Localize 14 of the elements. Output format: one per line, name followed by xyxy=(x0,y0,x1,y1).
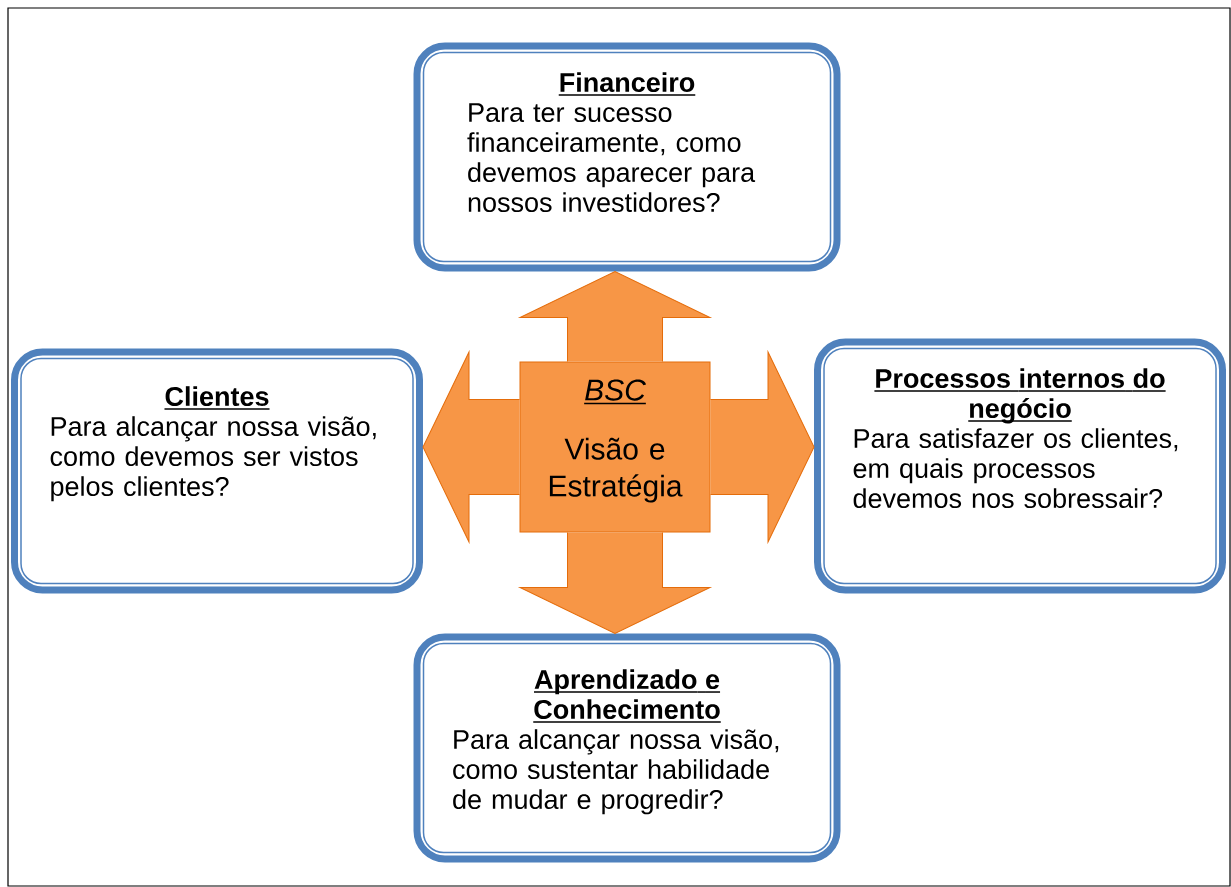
box-heading: Clientes xyxy=(163,386,271,410)
box-heading: Financeiro xyxy=(558,72,696,96)
center-title: BSC xyxy=(583,379,647,405)
box-text: Para alcançar nossa visão, como sustentar habilidade de mudar e progredir? xyxy=(453,729,779,815)
box-text: Para alcançar nossa visão, como devemos ser vistos pelos clientes? xyxy=(50,416,376,502)
block-arrow xyxy=(519,532,711,634)
block-arrow xyxy=(519,271,711,362)
block-arrow xyxy=(710,351,815,543)
center-text: Visão e Estratégia xyxy=(549,437,683,503)
box-text: Para ter sucesso financeiramente, como devemos aparecer para nossos investidores? xyxy=(467,103,756,213)
box-text: Para satisfazer os clientes, em quais processos devemos nos sobressair? xyxy=(853,428,1178,509)
box-heading: Processos internos do negócio xyxy=(873,368,1167,424)
box-heading: Aprendizado e Conhecimento xyxy=(532,669,722,723)
block-arrow xyxy=(422,351,520,543)
